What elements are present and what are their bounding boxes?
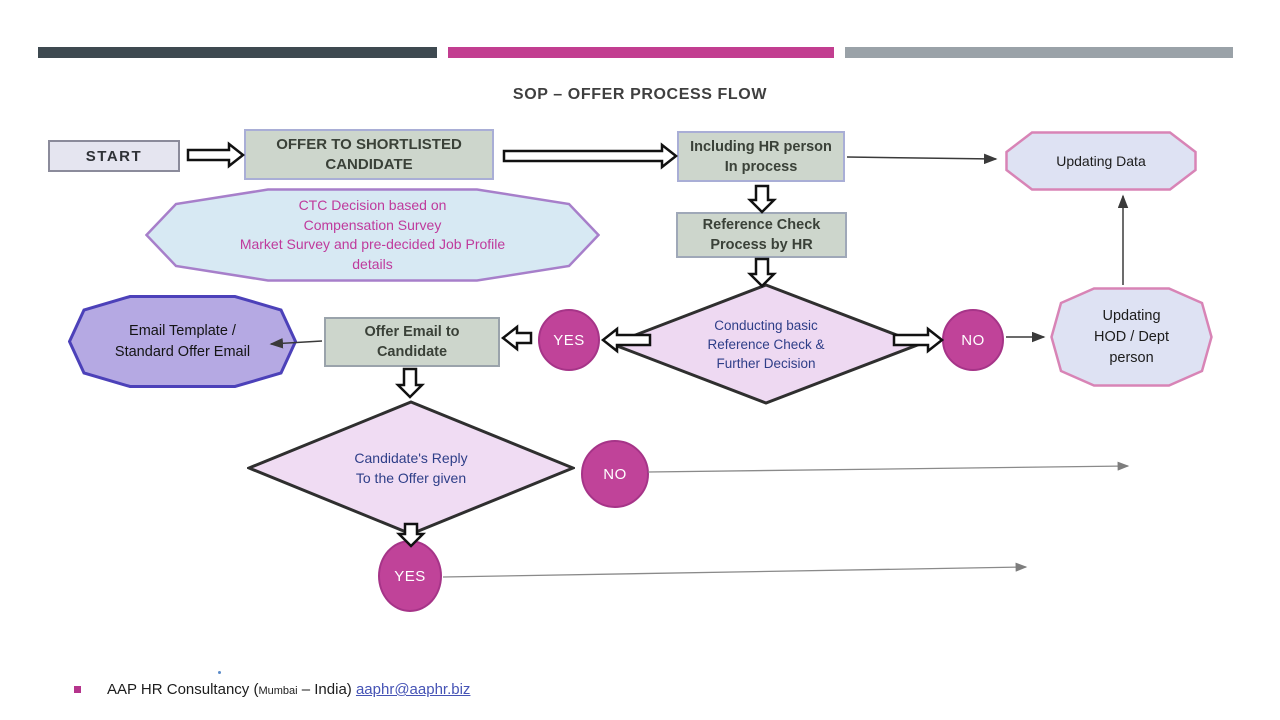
- candidate-reply-node: Candidate's Reply To the Offer given: [247, 400, 575, 536]
- footer-company-text: AAP HR Consultancy (: [107, 681, 259, 698]
- email-template-decagon-shape: [68, 295, 297, 388]
- email-template-node: Email Template / Standard Offer Email: [68, 295, 297, 388]
- yes-reply-circle: YES: [378, 540, 442, 612]
- arrow-offer-email-down: [394, 367, 426, 399]
- updating-data-label: Updating Data: [1056, 153, 1146, 169]
- updating-data-node: Updating Data: [1005, 131, 1197, 191]
- arrow-reference-to-decision: [746, 257, 778, 288]
- start-label: START: [85, 147, 143, 165]
- updating-hod-label: Updating HOD / Dept person: [1094, 307, 1169, 366]
- offer-shortlisted-label: OFFER TO SHORTLISTED CANDIDATE: [276, 135, 462, 173]
- header-bar-pink: [448, 47, 834, 58]
- arrow-offer-to-including: [502, 142, 679, 170]
- conducting-diamond-shape: [610, 283, 922, 405]
- arrow-yes-to-offer-email: [500, 324, 533, 352]
- yes-reply-label: YES: [394, 567, 426, 585]
- footer-email-link[interactable]: aaphr@aaphr.biz: [355, 681, 471, 698]
- arrow-yes-reply-out: [442, 562, 1028, 578]
- ctc-decagon-shape: [145, 188, 600, 282]
- ctc-decision-node: CTC Decision based on Compensation Surve…: [145, 188, 600, 282]
- no-reply-circle: NO: [581, 440, 649, 508]
- header-bar-gray: [845, 47, 1233, 58]
- yes-reference-circle: YES: [538, 309, 600, 371]
- ctc-decision-label: CTC Decision based on Compensation Surve…: [239, 197, 506, 272]
- no-reference-label: NO: [961, 331, 985, 349]
- updating-hod-node: Updating HOD / Dept person: [1050, 287, 1213, 387]
- no-reply-label: NO: [603, 465, 627, 483]
- offer-email-label: Offer Email to Candidate: [364, 324, 460, 360]
- yes-reference-label: YES: [553, 331, 585, 349]
- updating-data-octagon-shape: [1005, 131, 1197, 191]
- stray-dot: [218, 671, 221, 674]
- arrow-no-reply-out: [647, 461, 1130, 473]
- offer-shortlisted-node: OFFER TO SHORTLISTED CANDIDATE: [244, 129, 494, 180]
- reference-check-label: Reference Check Process by HR: [702, 217, 821, 253]
- arrow-including-to-reference: [746, 184, 778, 214]
- offer-email-node: Offer Email to Candidate: [324, 317, 500, 367]
- arrow-including-to-updating-data: [846, 153, 998, 165]
- email-template-label: Email Template / Standard Offer Email: [114, 322, 251, 360]
- including-hr-label: Including HR person In process: [690, 138, 832, 175]
- candidate-reply-label: Candidate's Reply To the Offer given: [354, 450, 468, 486]
- reference-check-node: Reference Check Process by HR: [676, 212, 847, 258]
- header-bar-dark: [38, 47, 437, 58]
- no-reference-circle: NO: [942, 309, 1004, 371]
- footer: AAP HR Consultancy ( Mumbai – India) aap…: [74, 681, 470, 698]
- updating-hod-decagon-shape: [1050, 287, 1213, 387]
- page-title: SOP – OFFER PROCESS FLOW: [512, 86, 768, 103]
- footer-city-text: Mumbai: [258, 684, 298, 697]
- including-hr-node: Including HR person In process: [677, 131, 845, 182]
- conducting-decision-label: Conducting basic Reference Check & Furth…: [707, 317, 825, 371]
- conducting-decision-node: Conducting basic Reference Check & Furth…: [610, 283, 922, 405]
- arrow-start-to-offer: [186, 141, 246, 169]
- footer-country-text: – India): [297, 681, 356, 698]
- start-node: START: [48, 140, 180, 172]
- footer-bullet-icon: [74, 686, 81, 693]
